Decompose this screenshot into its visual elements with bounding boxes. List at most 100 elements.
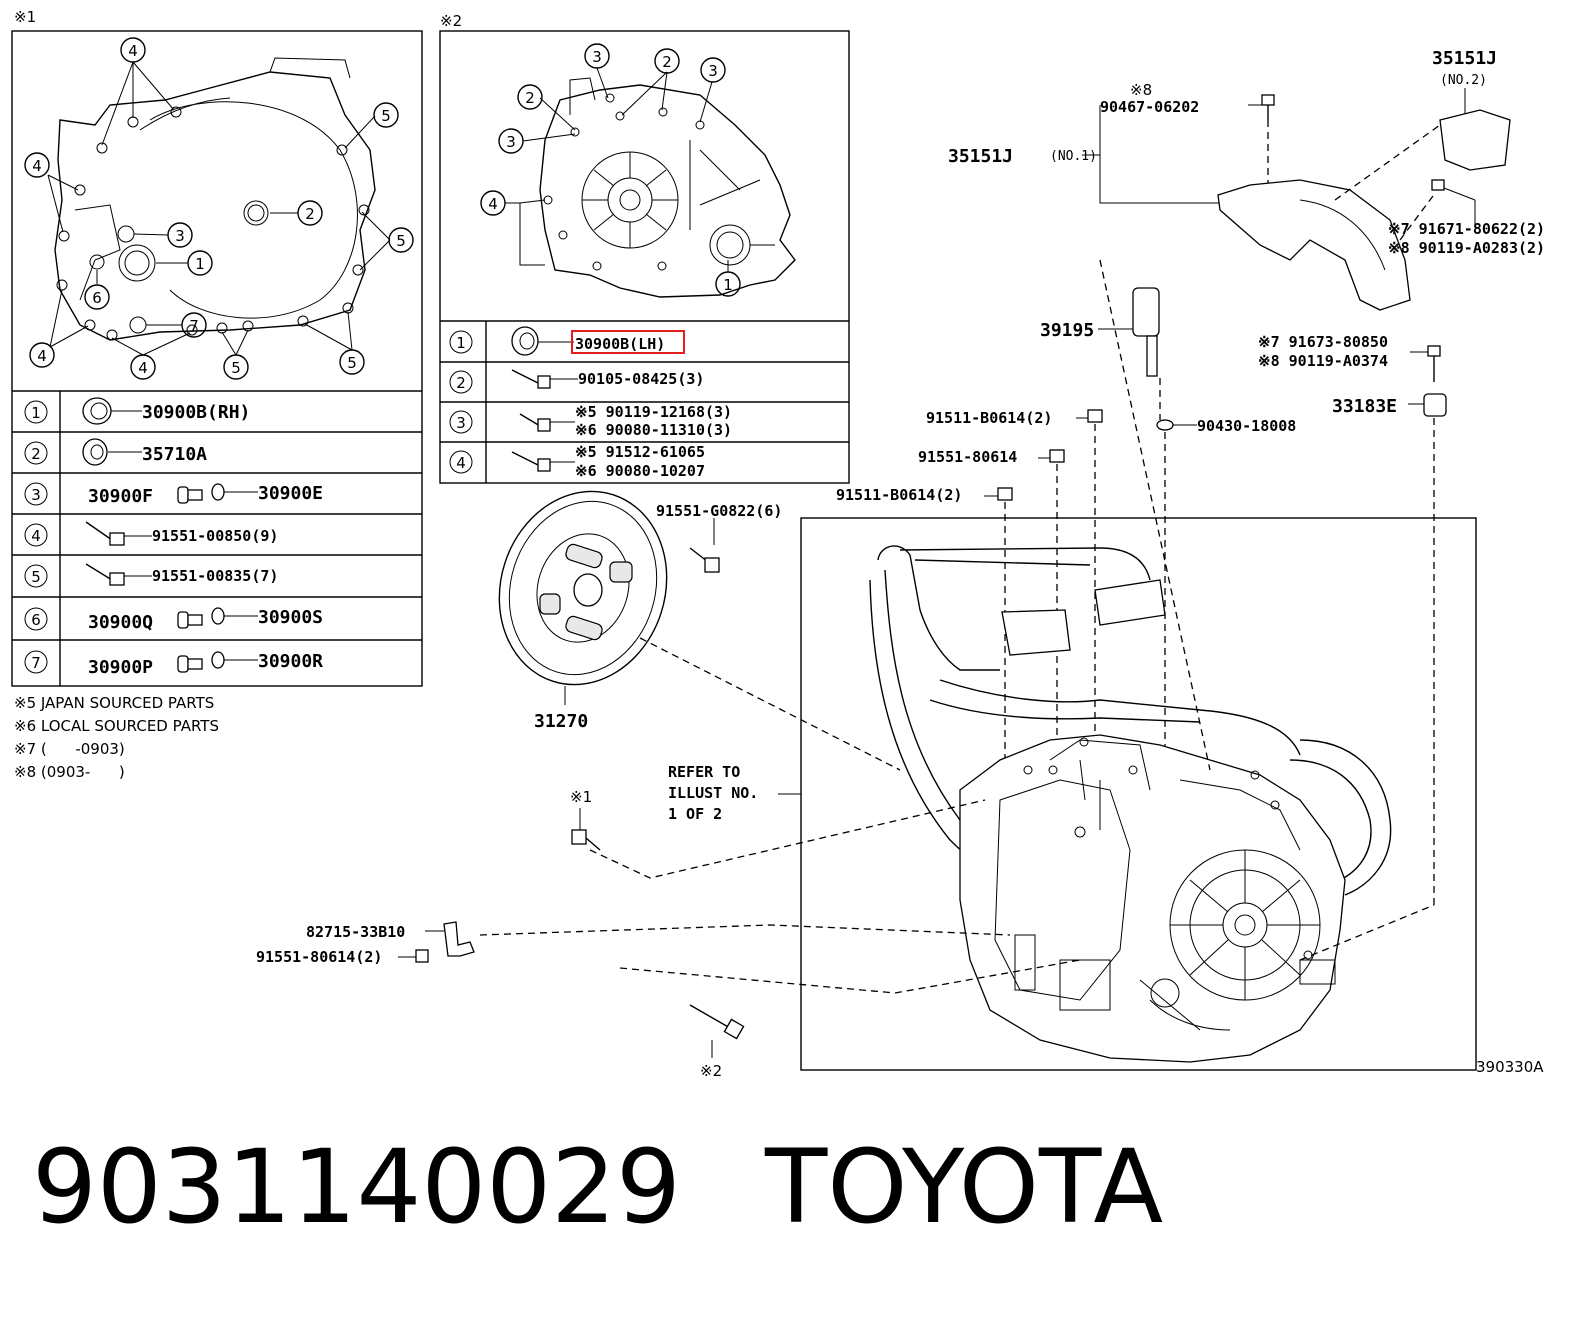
label-35151J-no1: 35151J bbox=[948, 146, 1013, 167]
inset-2-parts-table: 1 2 3 4 30900B(LH) 90105-08425(3) ※5 901… bbox=[449, 326, 732, 480]
note-7: ※7 ( -0903) bbox=[14, 740, 125, 758]
clutch-housing-rh-illustration bbox=[54, 57, 376, 341]
callout-4-left: 4 bbox=[32, 157, 42, 175]
svg-text:6: 6 bbox=[31, 611, 41, 629]
svg-text:1: 1 bbox=[31, 404, 41, 422]
label-35151J-no2: 35151J bbox=[1432, 48, 1497, 69]
note-5: ※5 JAPAN SOURCED PARTS bbox=[14, 694, 214, 712]
sensor-39195: 39195 90430-18008 bbox=[1040, 287, 1296, 770]
callout-1: 1 bbox=[195, 255, 205, 273]
part-91512-61065: ※5 91512-61065 bbox=[575, 443, 705, 461]
bolt-91551-G0822: 91551-G0822(6) bbox=[656, 502, 782, 573]
transmission-illustration bbox=[479, 259, 1477, 1071]
part-90105-08425: 90105-08425(3) bbox=[578, 370, 704, 388]
footer-brand: TOYOTA bbox=[764, 1128, 1164, 1247]
label-91551-80614-2: 91551-80614(2) bbox=[256, 948, 382, 966]
clutch-housing-lh-illustration bbox=[539, 77, 796, 298]
refer-line-1: REFER TO bbox=[668, 763, 740, 781]
part-90080-10207: ※6 90080-10207 bbox=[575, 462, 705, 480]
label-90430-18008: 90430-18008 bbox=[1197, 417, 1296, 435]
inset-1-frame bbox=[11, 30, 423, 687]
svg-text:3: 3 bbox=[708, 62, 718, 80]
callout-6: 6 bbox=[92, 289, 102, 307]
part-30900E: 30900E bbox=[258, 483, 323, 504]
svg-text:1: 1 bbox=[723, 276, 733, 294]
footnotes: ※5 JAPAN SOURCED PARTS ※6 LOCAL SOURCED … bbox=[14, 694, 219, 781]
part-30900R: 30900R bbox=[258, 651, 323, 672]
label-91551-G0822: 91551-G0822(6) bbox=[656, 502, 782, 520]
bolt-marker-1: ※1 bbox=[570, 788, 601, 851]
callout-2: 2 bbox=[305, 205, 315, 223]
footer-part-number: 9031140029 bbox=[32, 1128, 681, 1247]
part-90119-12168: ※5 90119-12168(3) bbox=[575, 403, 732, 421]
bracket-assembly: 35151J (NO.2) ※8 90467-06202 35151J (NO.… bbox=[948, 48, 1545, 311]
label-91673-80850: ※7 91673-80850 bbox=[1258, 333, 1388, 351]
label-note-8-screw: ※8 bbox=[1130, 81, 1152, 99]
footer-title: 9031140029 TOYOTA bbox=[32, 1128, 1163, 1247]
label-90467-06202: 90467-06202 bbox=[1100, 98, 1199, 116]
svg-text:2: 2 bbox=[525, 89, 535, 107]
clutch-disc-31270: 31270 bbox=[498, 490, 668, 732]
part-90080-11310: ※6 90080-11310(3) bbox=[575, 421, 732, 439]
callout-5-bottom-right: 5 bbox=[347, 354, 357, 372]
label-35151J-no1-sub: (NO.1) bbox=[1050, 149, 1097, 164]
note-8: ※8 (0903- ) bbox=[14, 763, 125, 781]
note-6: ※6 LOCAL SOURCED PARTS bbox=[14, 717, 219, 735]
label-90119-A0283: ※8 90119-A0283(2) bbox=[1388, 239, 1545, 257]
collar-33183E: ※7 91673-80850 ※8 90119-A0374 33183E bbox=[1258, 333, 1447, 905]
svg-text:2: 2 bbox=[31, 445, 41, 463]
inset-1-parts-table: 1 2 3 4 5 6 7 30900B(RH) 35710A 30900F 3… bbox=[12, 391, 422, 686]
label-91551-80614: 91551-80614 bbox=[918, 448, 1017, 466]
part-30900B-RH: 30900B(RH) bbox=[142, 402, 250, 423]
callout-7: 7 bbox=[189, 317, 199, 335]
refer-line-3: 1 OF 2 bbox=[668, 805, 722, 823]
inset-2: ※2 bbox=[439, 12, 850, 484]
svg-text:4: 4 bbox=[488, 195, 498, 213]
inset-2-callouts: 3 2 3 2 3 4 1 bbox=[480, 43, 741, 297]
svg-text:2: 2 bbox=[662, 53, 672, 71]
label-35151J-no2-sub: (NO.2) bbox=[1440, 73, 1487, 88]
part-30900S: 30900S bbox=[258, 607, 323, 628]
label-33183E: 33183E bbox=[1332, 396, 1397, 417]
svg-text:4: 4 bbox=[456, 454, 466, 472]
callout-5-right: 5 bbox=[396, 232, 406, 250]
svg-text:3: 3 bbox=[31, 486, 41, 504]
svg-text:3: 3 bbox=[456, 414, 466, 432]
part-30900Q: 30900Q bbox=[88, 612, 153, 633]
svg-text:7: 7 bbox=[31, 654, 41, 672]
label-39195: 39195 bbox=[1040, 320, 1094, 341]
part-35710A: 35710A bbox=[142, 444, 207, 465]
svg-text:4: 4 bbox=[31, 527, 41, 545]
label-91511-B0614-lower: 91511-B0614(2) bbox=[836, 486, 962, 504]
inset-1-marker: ※1 bbox=[14, 8, 36, 26]
marker-1-label: ※1 bbox=[570, 788, 592, 806]
svg-text:1: 1 bbox=[456, 334, 466, 352]
inset-2-marker: ※2 bbox=[440, 12, 462, 30]
callout-4-top: 4 bbox=[128, 42, 138, 60]
label-82715-33B10: 82715-33B10 bbox=[306, 923, 405, 941]
callout-4-bottom-left: 4 bbox=[37, 347, 47, 365]
callout-5-bottom: 5 bbox=[231, 359, 241, 377]
callout-4-bottom: 4 bbox=[138, 359, 148, 377]
clamp-82715-33B10: 82715-33B10 91551-80614(2) bbox=[256, 921, 475, 966]
label-31270: 31270 bbox=[534, 711, 588, 732]
highlighted-part-box bbox=[571, 330, 685, 354]
part-30900B-LH: 30900B(LH) bbox=[575, 335, 665, 353]
svg-text:3: 3 bbox=[506, 133, 516, 151]
svg-text:5: 5 bbox=[31, 568, 41, 586]
label-91511-B0614-upper: 91511-B0614(2) bbox=[926, 409, 1052, 427]
illustration-code: 390330A bbox=[1476, 1058, 1544, 1076]
callout-3: 3 bbox=[175, 227, 185, 245]
part-91551-00835: 91551-00835(7) bbox=[152, 567, 278, 585]
label-91671-80622: ※7 91671-80622(2) bbox=[1388, 220, 1545, 238]
inset-1-callouts: 4 4 2 3 1 6 7 4 4 5 5 5 5 bbox=[24, 37, 414, 380]
refer-line-2: ILLUST NO. bbox=[668, 784, 758, 802]
refer-note: REFER TO ILLUST NO. 1 OF 2 bbox=[668, 763, 801, 823]
part-30900F: 30900F bbox=[88, 486, 153, 507]
svg-text:3: 3 bbox=[592, 48, 602, 66]
label-90119-A0374: ※8 90119-A0374 bbox=[1258, 352, 1388, 370]
callout-5-top: 5 bbox=[381, 107, 391, 125]
small-bolts: 91511-B0614(2) 91551-80614 91511-B0614(2… bbox=[836, 409, 1103, 780]
part-30900P: 30900P bbox=[88, 657, 153, 678]
